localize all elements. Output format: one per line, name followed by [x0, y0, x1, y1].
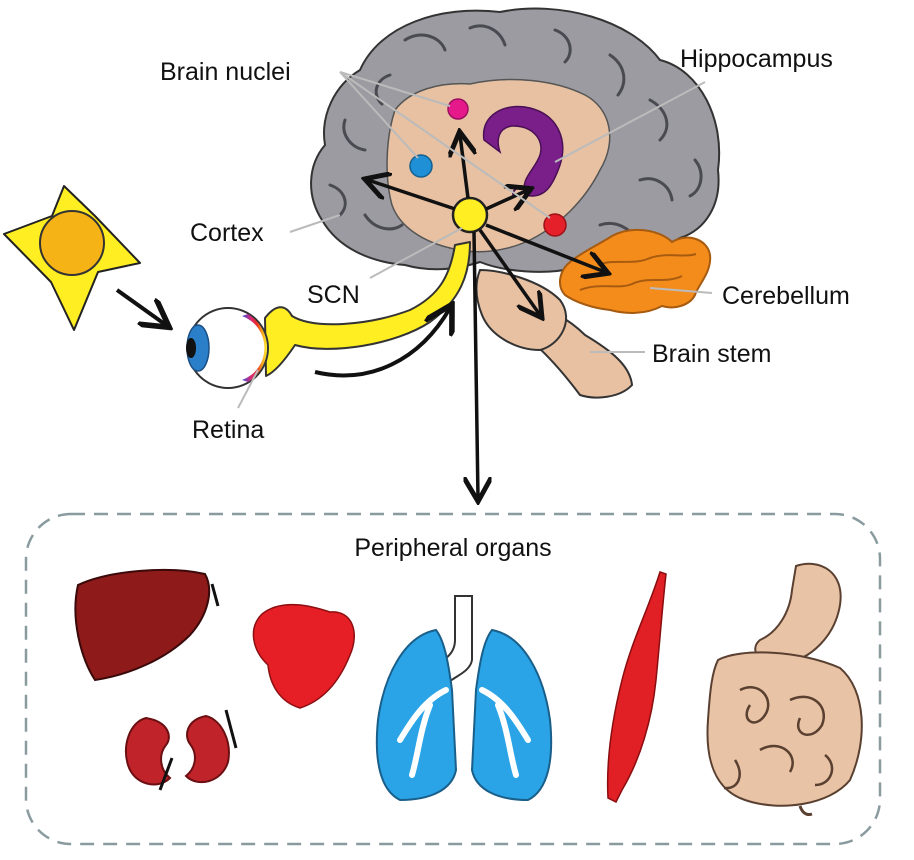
leader-lines — [237, 71, 713, 409]
muscle-icon — [606, 571, 667, 804]
label-hippocampus: Hippocampus — [680, 45, 833, 73]
scn-output-arrows — [368, 135, 605, 498]
label-cortex: Cortex — [190, 219, 264, 247]
nucleus-magenta — [447, 98, 469, 120]
arrow-scn-to-brainstem — [478, 228, 540, 315]
label-scn: SCN — [307, 281, 360, 309]
arrow-scn-to-cortex — [368, 180, 456, 211]
label-peripheral-organs: Peripheral organs — [354, 534, 551, 562]
arrow-sun-to-eye — [115, 288, 166, 325]
sun-icon — [3, 185, 141, 331]
kidneys-icon — [125, 709, 238, 791]
scn-node — [451, 196, 489, 234]
label-brain-nuclei: Brain nuclei — [160, 58, 291, 86]
arrow-scn-to-hippocampus — [485, 190, 528, 209]
nucleus-blue — [409, 154, 433, 178]
eye-icon — [186, 307, 269, 389]
brain-icon — [310, 7, 721, 399]
arrow-scn-to-magenta-nucleus — [460, 135, 468, 199]
optic-nerve — [264, 241, 471, 377]
arrow-scn-to-periphery — [474, 231, 478, 498]
arrow-retina-to-scn — [314, 308, 450, 378]
heart-icon — [252, 603, 355, 709]
arrow-scn-to-cerebellum — [485, 223, 605, 272]
cerebellum-icon — [558, 229, 712, 314]
label-cerebellum: Cerebellum — [722, 282, 850, 310]
liver-icon — [74, 568, 220, 682]
intestine-icon — [706, 562, 863, 816]
label-retina: Retina — [192, 416, 264, 444]
nucleus-red — [543, 213, 567, 237]
label-brain-stem: Brain stem — [652, 340, 771, 368]
lungs-icon — [375, 595, 553, 802]
peripheral-organs-box — [24, 512, 882, 846]
